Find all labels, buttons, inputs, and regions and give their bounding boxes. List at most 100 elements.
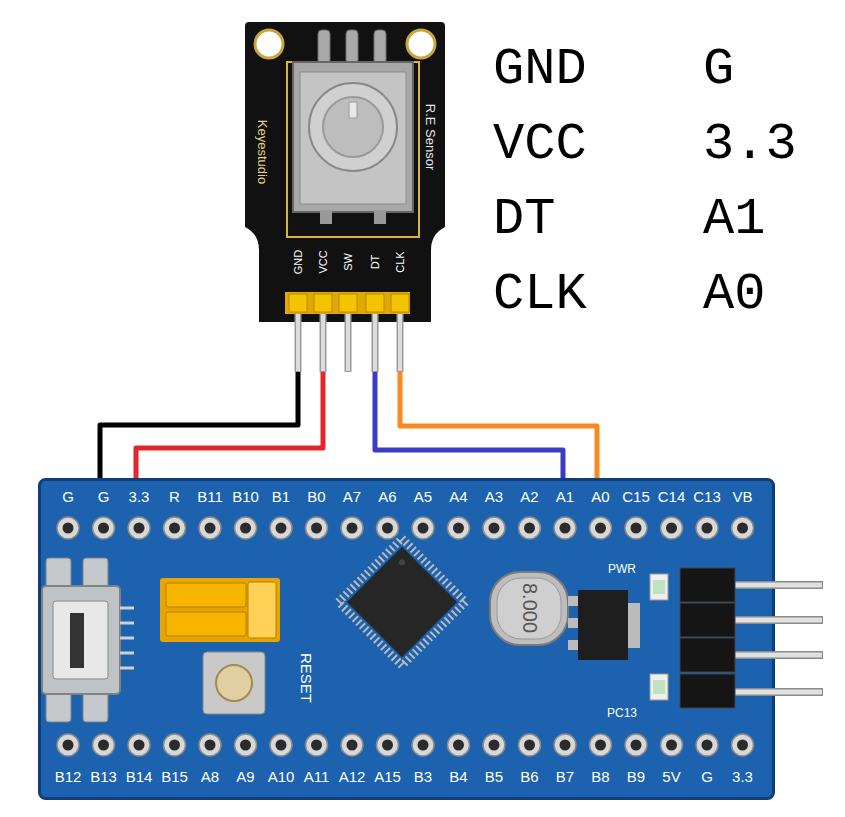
board-pin-label-holder: A15 (374, 768, 401, 785)
module-pin-label: GND (292, 250, 305, 274)
board-pin-label-holder: VB (732, 488, 752, 505)
board-pin-label: A8 (201, 768, 219, 785)
board-pin-label-holder: B9 (627, 768, 645, 785)
board-pin-label: B0 (307, 488, 325, 505)
board-pin-label: 5V (662, 768, 680, 785)
leds (650, 574, 668, 700)
mapping-label: 3.3 (703, 115, 797, 175)
board-pin-label-holder: 5V (662, 768, 680, 785)
board-pin-label-holder: A5 (414, 488, 432, 505)
module-pin-label-holder: SW (342, 253, 355, 271)
board-pin-label-holder: B4 (449, 768, 467, 785)
board-pin-label: A2 (520, 488, 538, 505)
board-pin-label-holder: 8.000 (518, 583, 541, 633)
board-pin-label: A4 (449, 488, 467, 505)
module-pin-label-holder: CLK (394, 251, 407, 272)
board-pin-label: C13 (693, 488, 721, 505)
board-pin-label-holder: A4 (449, 488, 467, 505)
board-pin-label: B11 (197, 488, 223, 505)
board-pin-label-holder: RESET (297, 653, 314, 703)
board-pin-label-holder: A2 (520, 488, 538, 505)
jumper-wire (100, 372, 298, 478)
module-pin-label: R.E Sensor (423, 104, 438, 170)
module-pin-label-holder: Keyestudio (255, 120, 270, 184)
encoder-module: KeyestudioR.E SensorGNDVCCSWDTCLK (245, 22, 445, 372)
mapping-label: CLK (493, 265, 587, 325)
board-pin-label-holder: G (701, 768, 713, 785)
mapping-label-holder: A0 (703, 265, 765, 325)
board-pin-label-holder: B10 (232, 488, 259, 505)
board-pin-label-holder: A6 (378, 488, 396, 505)
mapping-label: A0 (703, 265, 765, 325)
board-pin-label: B13 (90, 768, 117, 785)
board-pin-label: A7 (343, 488, 361, 505)
board-pin-label: A5 (414, 488, 432, 505)
board-pin-label-holder: B15 (161, 768, 188, 785)
module-pin-label: Keyestudio (255, 120, 270, 184)
crystal (490, 572, 568, 645)
mapping-label-holder: VCC (493, 115, 587, 175)
board-pin-label: A10 (268, 768, 295, 785)
board-pin-label-holder: C15 (622, 488, 650, 505)
board-pin-label-holder: B1 (272, 488, 290, 505)
board-pin-label-holder: A11 (304, 768, 330, 785)
board-pin-label-holder: 3.3 (732, 768, 753, 785)
module-pin-label: VCC (317, 250, 330, 273)
board-pin-label-holder: R (169, 488, 180, 505)
mapping-label: GND (493, 40, 587, 100)
board-pin-label-holder: B6 (520, 768, 538, 785)
board-pin-label: RESET (297, 653, 314, 703)
mapping-label-holder: A1 (703, 190, 765, 250)
board-pin-label-holder: A1 (556, 488, 574, 505)
mapping-label: A1 (703, 190, 765, 250)
board-pin-label: A11 (304, 768, 330, 785)
board-pin-label: C15 (622, 488, 650, 505)
board-pin-label: A15 (374, 768, 401, 785)
board-pin-label: B6 (520, 768, 538, 785)
module-pin-label-holder: R.E Sensor (423, 104, 438, 170)
board-pin-label: G (98, 488, 110, 505)
boot-jumpers (160, 578, 280, 642)
board-pin-label: B5 (485, 768, 503, 785)
board-pin-label: B10 (232, 488, 259, 505)
mapping-label-holder: GND (493, 40, 587, 100)
board-pin-label-holder: G (62, 488, 74, 505)
board-pin-label: VB (732, 488, 752, 505)
usb-connector (42, 558, 134, 722)
board-pin-label-holder: A8 (201, 768, 219, 785)
voltage-regulator (568, 590, 640, 660)
board-pin-label: PWR (608, 563, 636, 577)
right-header (680, 568, 823, 708)
mapping-label: VCC (493, 115, 587, 175)
reset-button (203, 652, 265, 714)
mapping-label-holder: DT (493, 190, 555, 250)
jumper-wire (400, 372, 597, 478)
board-pin-label: R (169, 488, 180, 505)
module-pin-label-holder: GND (292, 250, 305, 274)
pin-holes (57, 517, 754, 756)
board-pin-label: B12 (55, 768, 82, 785)
module-pin-label-holder: VCC (317, 250, 330, 273)
mcu-board: GG3.3RB11B10B1B0A7A6A5A4A3A2A1A0C15C14C1… (38, 478, 775, 800)
board-pin-label-holder: B3 (414, 768, 432, 785)
board-pin-label-holder: B11 (197, 488, 223, 505)
board-pin-label: B14 (126, 768, 153, 785)
board-pin-label: B1 (272, 488, 290, 505)
board-pin-label-holder: B5 (485, 768, 503, 785)
board-pin-label: B4 (449, 768, 467, 785)
module-pin-label: SW (342, 253, 355, 271)
board-pin-label-holder: C14 (658, 488, 686, 505)
board-pin-label: G (62, 488, 74, 505)
board-pin-label-holder: B7 (556, 768, 574, 785)
board-pin-label-holder: B0 (307, 488, 325, 505)
board-pin-label-holder: A12 (339, 768, 366, 785)
mapping-label: DT (493, 190, 555, 250)
jumper-wire (136, 372, 323, 478)
stm32-board (40, 480, 824, 799)
board-pin-label: B9 (627, 768, 645, 785)
board-pin-label-holder: G (98, 488, 110, 505)
board-pin-label-holder: PWR (608, 563, 636, 577)
board-pin-label: 3.3 (732, 768, 753, 785)
board-pin-label: A12 (339, 768, 366, 785)
board-pin-label: B15 (161, 768, 188, 785)
